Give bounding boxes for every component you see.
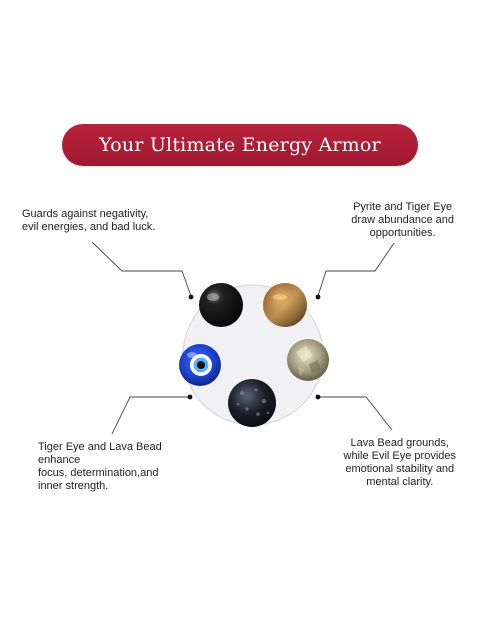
note-line: focus, determination,and xyxy=(38,467,159,479)
note-line: Guards against negativity, xyxy=(22,208,149,220)
connector-dot xyxy=(187,394,193,400)
note-line: opportunities. xyxy=(369,227,436,239)
connector-top-right xyxy=(317,242,395,297)
note-line: Lava Bead grounds, xyxy=(350,437,449,449)
connector-dot xyxy=(315,394,321,400)
connector-dot xyxy=(188,294,194,300)
note-line: evil energies, and bad luck. xyxy=(22,221,156,233)
connector-bottom-right xyxy=(318,396,393,431)
banner-title: Your Ultimate Energy Armor xyxy=(62,124,418,166)
connector-bottom-left xyxy=(111,396,190,435)
note-bottom-left: Tiger Eye and Lava Bead enhance focus, d… xyxy=(38,441,162,493)
banner-title-text: Your Ultimate Energy Armor xyxy=(99,134,381,156)
note-top-left: Guards against negativity, evil energies… xyxy=(22,208,155,234)
note-top-right: Pyrite and Tiger Eye draw abundance and … xyxy=(351,201,454,240)
note-line: emotional stability and xyxy=(345,463,455,475)
connector-dot xyxy=(315,294,321,300)
note-bottom-right: Lava Bead grounds, while Evil Eye provid… xyxy=(344,437,457,489)
tiger-eye-bead xyxy=(263,283,307,327)
black-onyx-bead xyxy=(199,283,243,327)
note-line: inner strength. xyxy=(38,480,109,492)
note-line: while Evil Eye provides xyxy=(343,450,457,462)
note-line: mental clarity. xyxy=(366,476,434,488)
connector-lines xyxy=(91,241,395,435)
connector-top-left xyxy=(91,241,192,297)
lava-bead xyxy=(228,379,276,427)
note-line: draw abundance and xyxy=(351,214,454,226)
note-line: enhance xyxy=(38,454,81,466)
note-line: Tiger Eye and Lava Bead xyxy=(38,441,162,453)
evil-eye-bead xyxy=(179,344,221,386)
note-line: Pyrite and Tiger Eye xyxy=(353,201,453,213)
pyrite-bead xyxy=(287,339,329,381)
